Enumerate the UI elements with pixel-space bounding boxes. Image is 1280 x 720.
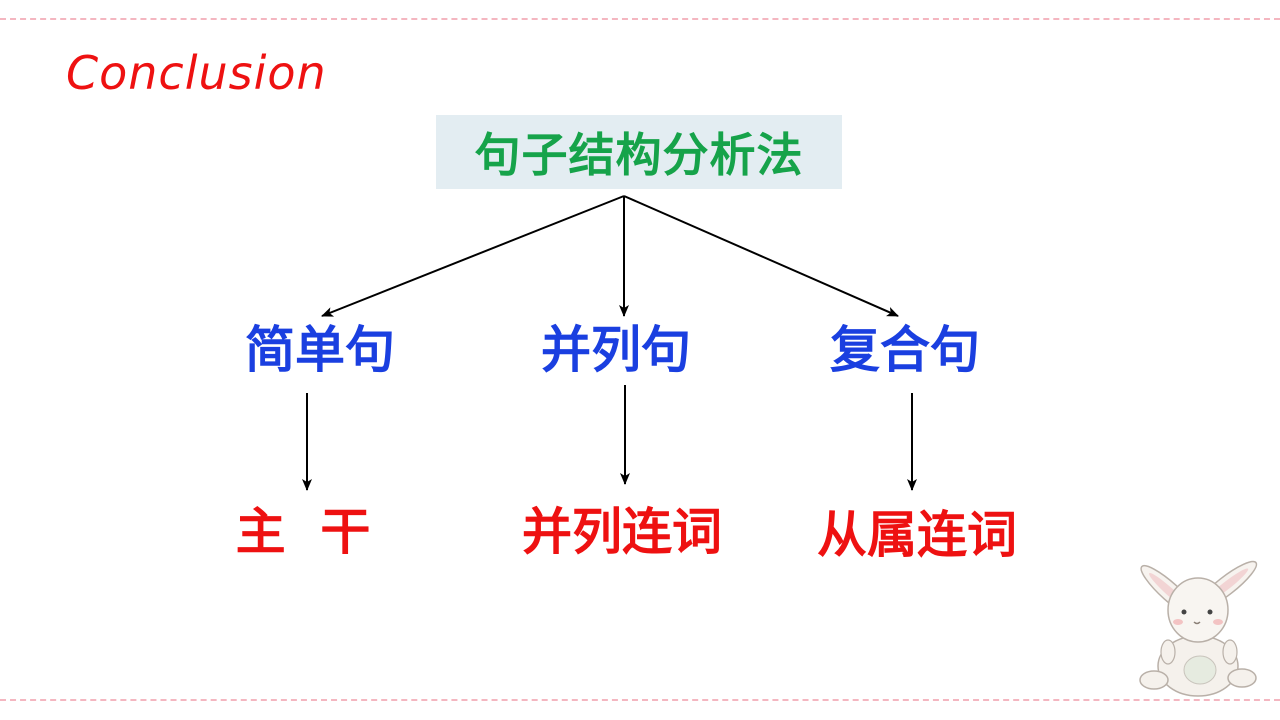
arrow-root-to-simple [321, 195, 625, 317]
arrow-root-to-complex [623, 195, 899, 317]
category-compound-sentence: 并列句 [541, 321, 691, 379]
detail-trunk: 主 干 [235, 503, 371, 561]
root-node-label: 句子结构分析法 [474, 128, 804, 182]
detail-coordinating-conjunction: 并列连词 [522, 503, 722, 561]
detail-subordinating-conjunction: 从属连词 [817, 506, 1017, 564]
category-complex-sentence: 复合句 [830, 321, 980, 379]
top-dashed-border [0, 18, 1280, 20]
category-simple-sentence: 简单句 [245, 321, 395, 379]
bunny-illustration [1139, 560, 1258, 697]
root-node: 句子结构分析法 [436, 115, 842, 189]
slide-title: Conclusion [66, 46, 327, 100]
bottom-dashed-border [0, 699, 1280, 701]
